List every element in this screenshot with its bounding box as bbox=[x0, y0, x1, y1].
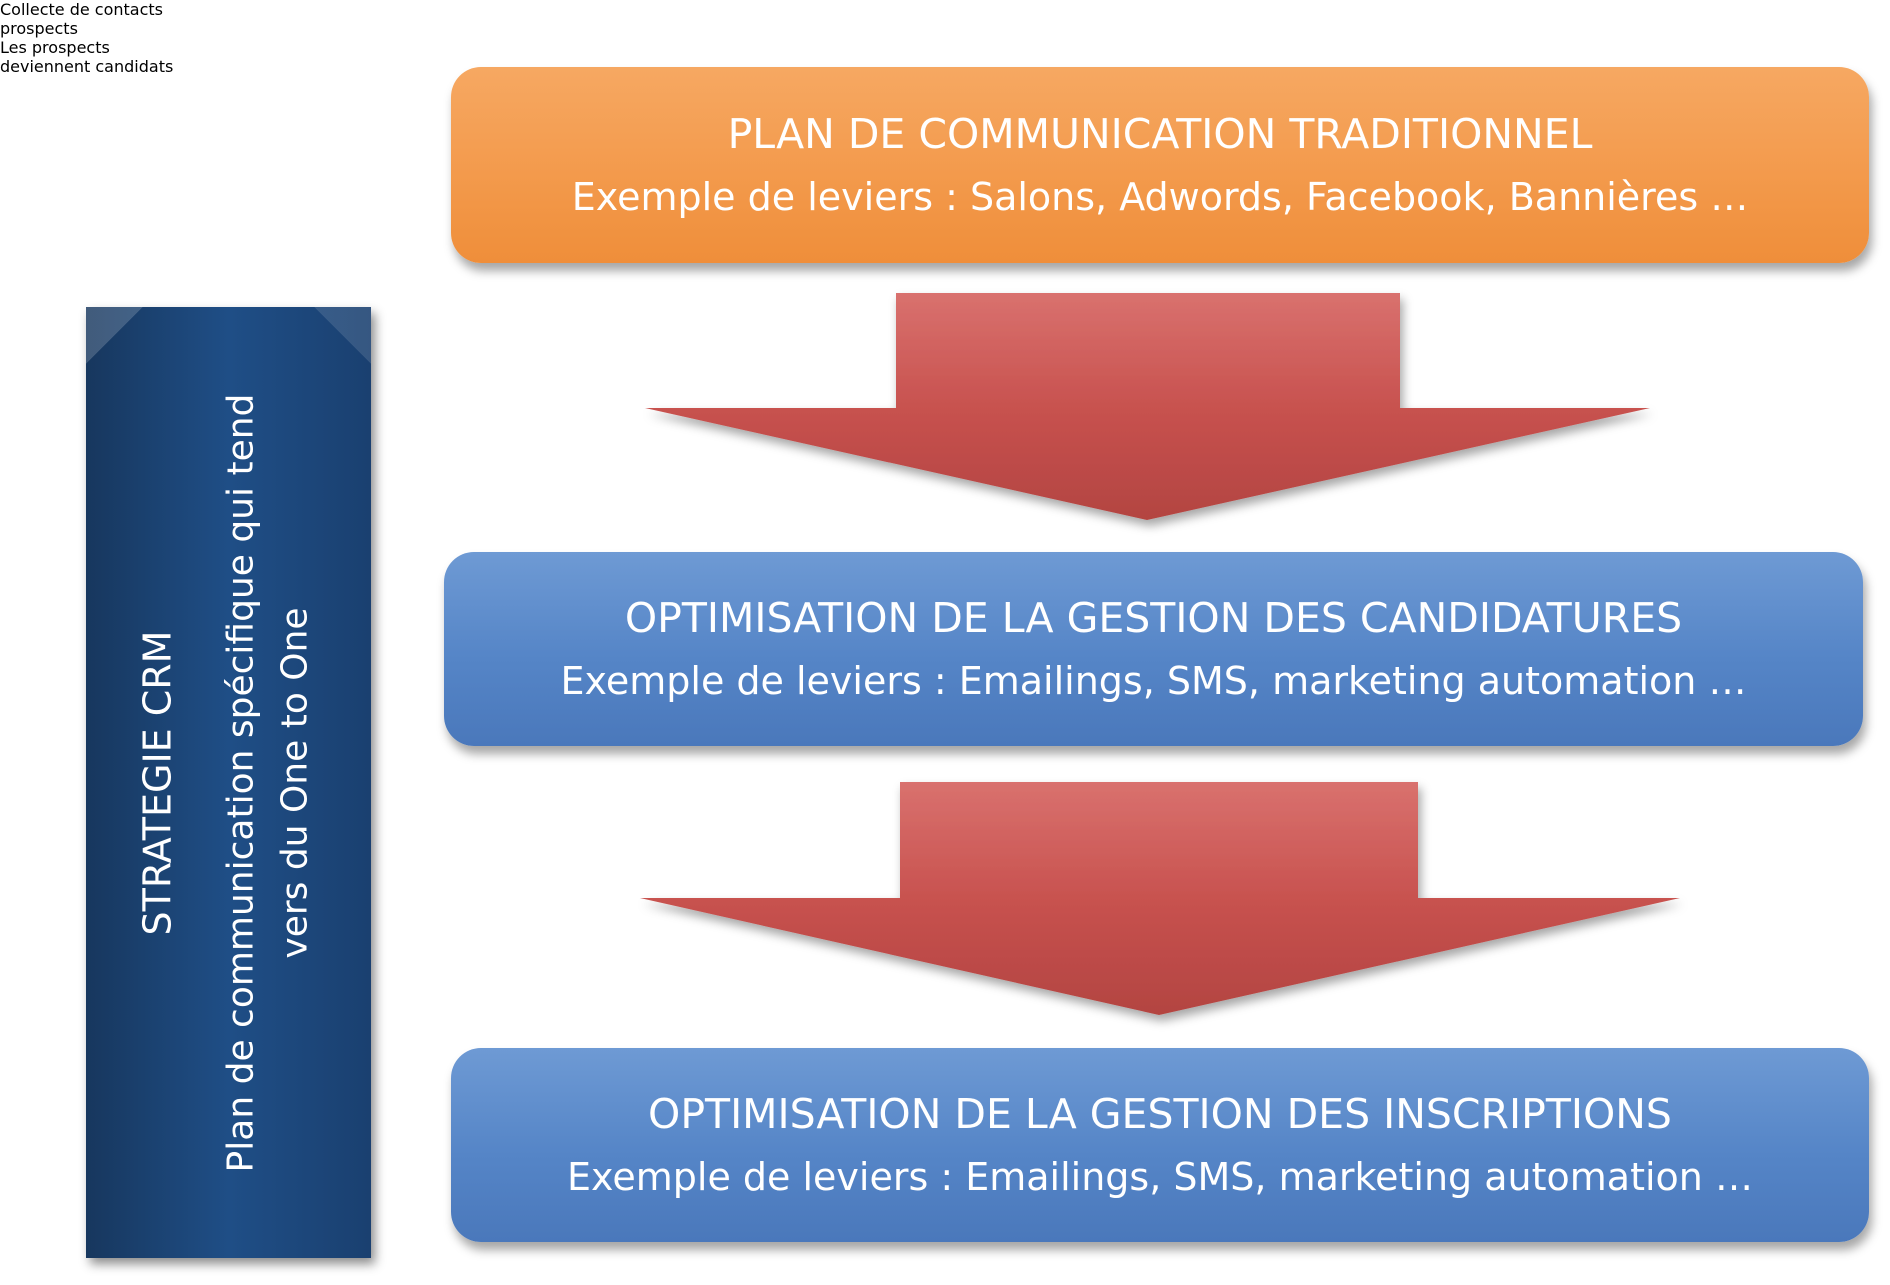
stage-traditional-title: PLAN DE COMMUNICATION TRADITIONNEL bbox=[727, 109, 1593, 158]
stage-candidatures: OPTIMISATION DE LA GESTION DES CANDIDATU… bbox=[444, 552, 1863, 746]
stage-candidatures-levers: Exemple de leviers : Emailings, SMS, mar… bbox=[560, 658, 1747, 703]
arrow-collecte-line1: Collecte de contacts bbox=[0, 0, 163, 19]
arrow-collecte-line2: prospects bbox=[0, 19, 78, 38]
crm-strategy-bar: STRATEGIE CRM Plan de communication spéc… bbox=[86, 307, 371, 1258]
arrow-prospects-line2: deviennent candidats bbox=[0, 57, 174, 76]
arrow-prospects-line1: Les prospects bbox=[0, 38, 110, 57]
stage-inscriptions: OPTIMISATION DE LA GESTION DES INSCRIPTI… bbox=[451, 1048, 1869, 1242]
arrow-prospects-label: Les prospects deviennent candidats bbox=[0, 38, 520, 76]
stage-candidatures-title: OPTIMISATION DE LA GESTION DES CANDIDATU… bbox=[624, 593, 1683, 642]
arrow-prospects-shape bbox=[640, 782, 1680, 1015]
crm-bar-bevel bbox=[86, 307, 371, 1258]
arrow-collecte-shape bbox=[645, 293, 1650, 520]
stage-inscriptions-title: OPTIMISATION DE LA GESTION DES INSCRIPTI… bbox=[648, 1089, 1672, 1138]
stage-inscriptions-levers: Exemple de leviers : Emailings, SMS, mar… bbox=[567, 1154, 1753, 1199]
stage-traditional-levers: Exemple de leviers : Salons, Adwords, Fa… bbox=[571, 174, 1749, 219]
arrow-collecte-label: Collecte de contacts prospects bbox=[0, 0, 500, 38]
stage-traditional-communication: PLAN DE COMMUNICATION TRADITIONNEL Exemp… bbox=[451, 67, 1869, 263]
